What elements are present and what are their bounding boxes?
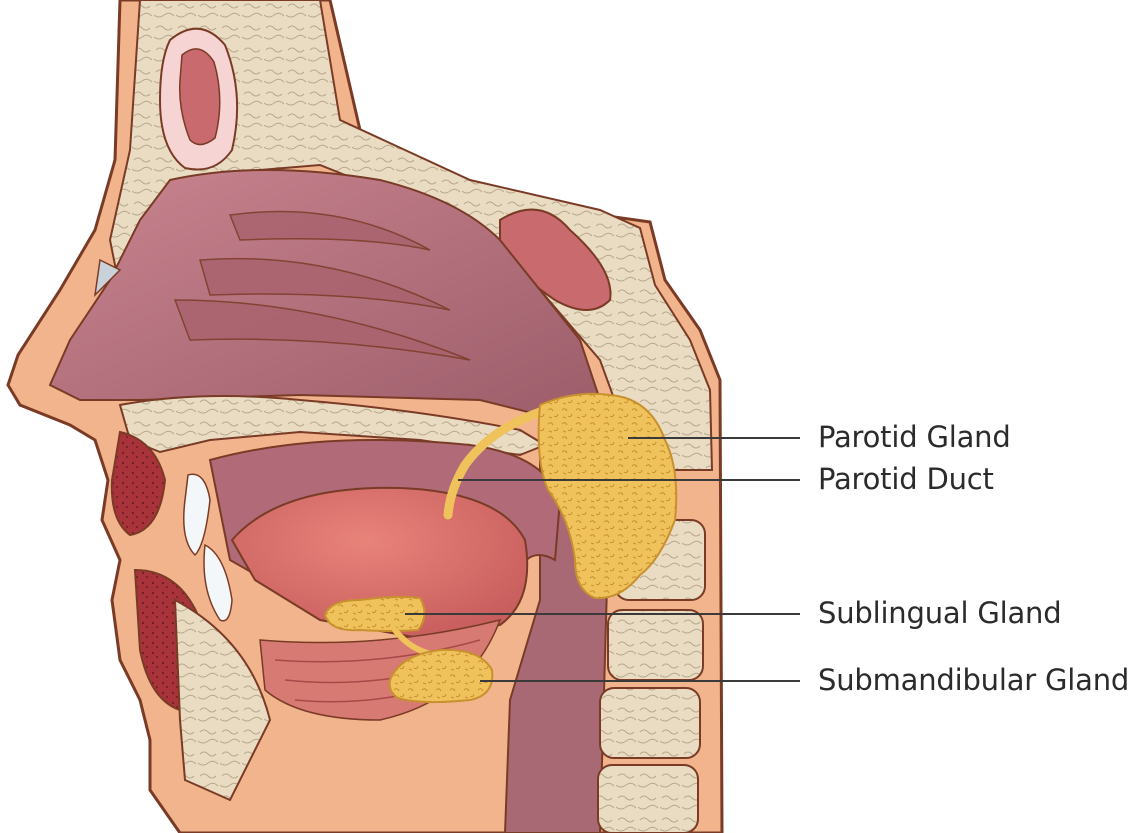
jaw-bone bbox=[173, 598, 272, 802]
label-parotid-gland: Parotid Gland bbox=[818, 420, 1011, 454]
upper-lip bbox=[110, 430, 167, 537]
label-sublingual-gland: Sublingual Gland bbox=[818, 596, 1062, 630]
label-submandibular-gland: Submandibular Gland bbox=[818, 663, 1130, 697]
label-parotid-duct: Parotid Duct bbox=[818, 462, 994, 496]
tongue bbox=[230, 486, 529, 642]
parotid-duct bbox=[443, 407, 545, 520]
lower-incisor bbox=[203, 543, 233, 622]
nasal-conchae bbox=[173, 210, 471, 361]
parotid-gland bbox=[537, 392, 678, 600]
upper-incisor bbox=[183, 473, 211, 557]
submandibular-gland bbox=[388, 648, 494, 704]
leader-lines bbox=[405, 437, 800, 682]
